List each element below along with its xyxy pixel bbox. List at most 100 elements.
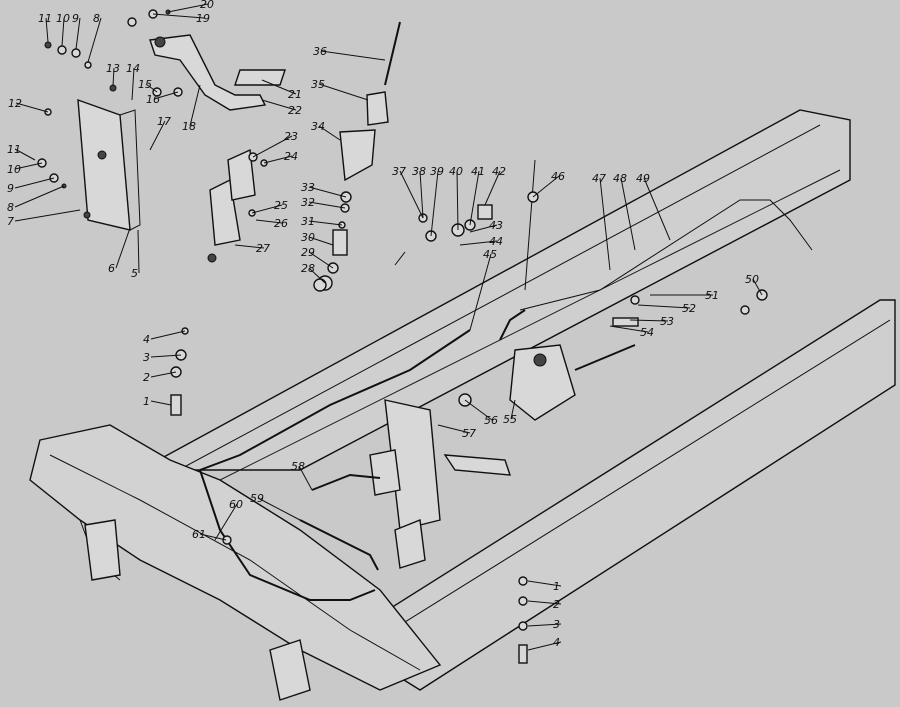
part-label-25: 25 <box>274 199 288 212</box>
part-label-61: 61 <box>192 528 206 541</box>
part-label-14: 14 <box>126 62 140 75</box>
part-label-17: 17 <box>157 115 171 128</box>
part-label-55: 55 <box>503 413 517 426</box>
part-label-4: 4 <box>553 636 560 649</box>
leader-line-13 <box>112 67 115 87</box>
leader-line-2 <box>527 600 562 605</box>
leader-line-36 <box>320 50 386 61</box>
leader-line-47 <box>599 177 611 271</box>
leader-line-25 <box>251 204 283 214</box>
part-label-31: 31 <box>301 215 315 228</box>
leader-line-20 <box>167 3 209 13</box>
leader-line-44 <box>459 240 498 246</box>
part-label-53: 53 <box>660 315 674 328</box>
part-label-32: 32 <box>301 196 315 209</box>
leader-line-59 <box>257 497 301 521</box>
part-label-57: 57 <box>462 427 476 440</box>
leader-line-11 <box>14 148 36 161</box>
leader-line-10 <box>14 162 43 170</box>
part-label-18: 18 <box>182 120 196 133</box>
leader-line-35 <box>318 83 369 101</box>
leader-line-39 <box>430 170 439 237</box>
part-label-1: 1 <box>143 395 150 408</box>
part-label-7: 7 <box>7 215 14 228</box>
part-label-46: 46 <box>551 170 565 183</box>
part-label-29: 29 <box>301 246 315 259</box>
part-label-27: 27 <box>256 242 270 255</box>
part-label-26: 26 <box>274 217 288 230</box>
part-label-13: 13 <box>106 62 120 75</box>
leader-line-9 <box>14 177 55 189</box>
part-label-6: 6 <box>108 262 115 275</box>
part-label-42: 42 <box>492 165 506 178</box>
part-label-37: 37 <box>392 165 406 178</box>
leader-line-38 <box>419 170 424 219</box>
leader-line-5 <box>137 229 140 274</box>
part-label-33: 33 <box>301 181 315 194</box>
part-label-45: 45 <box>483 248 497 261</box>
part-label-11: 11 <box>7 143 21 156</box>
part-label-52: 52 <box>682 302 696 315</box>
leader-line-61 <box>199 533 227 541</box>
part-label-3: 3 <box>143 351 150 364</box>
leader-line-32 <box>308 201 346 209</box>
part-label-21: 21 <box>288 88 302 101</box>
leader-line-19 <box>152 13 205 19</box>
leader-line-31 <box>308 220 343 226</box>
part-label-1: 1 <box>553 580 560 593</box>
leader-line-3 <box>150 354 182 358</box>
leader-line-30 <box>308 236 334 246</box>
part-label-19: 19 <box>196 12 210 25</box>
part-label-4: 4 <box>143 333 150 346</box>
leader-line-15 <box>145 83 158 93</box>
leader-line-9 <box>75 17 81 50</box>
leader-line-29 <box>308 251 334 269</box>
part-label-3: 3 <box>553 618 560 631</box>
part-label-10: 10 <box>7 163 21 176</box>
leader-line-4 <box>150 330 186 340</box>
leader-line-7 <box>14 209 81 222</box>
leader-line-50 <box>752 278 763 296</box>
hydraulic-lines <box>199 159 813 601</box>
part-label-36: 36 <box>313 45 327 58</box>
leader-line-17 <box>149 120 166 151</box>
part-label-9: 9 <box>72 12 79 25</box>
part-label-24: 24 <box>284 150 298 163</box>
leader-line-53 <box>629 319 669 322</box>
leader-line-23 <box>252 135 293 158</box>
part-label-8: 8 <box>93 12 100 25</box>
leader-line-49 <box>643 177 671 241</box>
leader-line-16 <box>153 91 179 100</box>
part-label-50: 50 <box>745 273 759 286</box>
leader-line-41 <box>469 170 480 226</box>
part-label-11: 11 <box>38 12 52 25</box>
fluid-reservoir <box>339 21 401 182</box>
leader-line-28 <box>308 267 326 284</box>
part-label-34: 34 <box>311 120 325 133</box>
part-label-39: 39 <box>430 165 444 178</box>
leader-line-12 <box>15 102 49 113</box>
pedal-bracket-left <box>77 98 141 231</box>
part-label-8: 8 <box>7 201 14 214</box>
clutch-booster <box>509 344 636 421</box>
leader-line-42 <box>484 170 501 206</box>
part-label-30: 30 <box>301 231 315 244</box>
leader-line-8 <box>87 17 102 63</box>
part-label-44: 44 <box>489 235 503 248</box>
part-label-2: 2 <box>553 598 560 611</box>
leader-line-60 <box>214 503 238 541</box>
part-label-41: 41 <box>471 165 485 178</box>
frame-rail-front <box>338 299 896 691</box>
leader-lines <box>14 3 763 651</box>
part-label-10: 10 <box>56 12 70 25</box>
leader-line-26 <box>255 219 283 224</box>
part-label-2: 2 <box>143 371 150 384</box>
pedal-lever <box>149 34 286 111</box>
bumper-crossmember <box>29 424 442 701</box>
leader-line-6 <box>115 227 131 269</box>
leader-line-14 <box>131 67 135 101</box>
leader-line-27 <box>234 244 265 249</box>
